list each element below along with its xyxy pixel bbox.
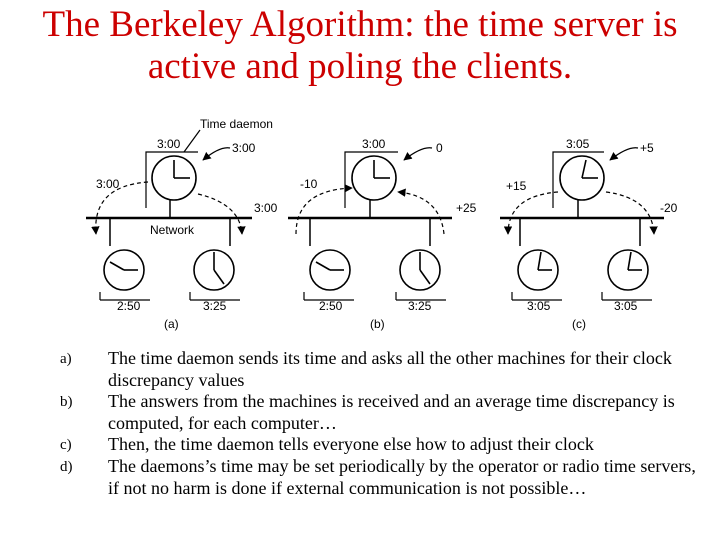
step-text: Then, the time daemon tells everyone els… — [108, 434, 594, 454]
panel-a-client-right-time: 3:25 — [203, 299, 227, 313]
berkeley-diagram: Time daemon 3:00 3:00 3:00 3:00 Network — [86, 117, 678, 331]
panel-a-client-right-clock-icon — [193, 249, 235, 291]
panel-a-server-clock-icon — [151, 155, 197, 201]
step-item: c) Then, the time daemon tells everyone … — [60, 434, 710, 456]
steps-list: a) The time daemon sends its time and as… — [60, 348, 710, 499]
network-label: Network — [150, 223, 195, 237]
panel-c-caption: (c) — [572, 317, 586, 331]
panel-b: 3:00 0 -10 +25 2:50 3:25 — [288, 137, 477, 331]
slide-title: The Berkeley Algorithm: the time server … — [0, 4, 720, 88]
panel-b-server-time: 3:00 — [362, 137, 386, 151]
panel-a-server-time: 3:00 — [157, 137, 181, 151]
panel-c-bubble-value: +5 — [640, 141, 654, 155]
step-item: d) The daemons’s time may be set periodi… — [60, 456, 710, 499]
panel-a-client-left-clock-icon — [103, 249, 145, 291]
panel-b-bubble-value: 0 — [436, 141, 443, 155]
panel-c-left-message: +15 — [506, 179, 527, 193]
step-marker: a) — [60, 351, 72, 367]
panel-c: 3:05 +5 +15 -20 3:05 3:05 — [500, 137, 678, 331]
panel-b-client-right-time: 3:25 — [408, 299, 432, 313]
step-marker: b) — [60, 394, 73, 410]
panel-c-server-clock-icon — [559, 155, 605, 201]
panel-b-client-left-clock-icon — [309, 249, 351, 291]
panel-a: 3:00 3:00 3:00 3:00 Network — [86, 137, 278, 331]
panel-a-left-message: 3:00 — [96, 177, 120, 191]
step-marker: c) — [60, 437, 72, 453]
panel-a-bubble-value: 3:00 — [232, 141, 256, 155]
time-daemon-pointer — [183, 129, 201, 153]
panel-a-client-left-time: 2:50 — [117, 299, 141, 313]
panel-b-caption: (b) — [370, 317, 385, 331]
panel-b-left-message: -10 — [300, 177, 318, 191]
step-item: a) The time daemon sends its time and as… — [60, 348, 710, 391]
step-text: The daemons’s time may be set periodical… — [108, 456, 696, 498]
panel-c-client-left-time: 3:05 — [527, 299, 551, 313]
panel-c-client-right-time: 3:05 — [614, 299, 638, 313]
step-text: The time daemon sends its time and asks … — [108, 348, 672, 390]
panel-c-client-right-clock-icon — [607, 249, 649, 291]
step-text: The answers from the machines is receive… — [108, 391, 675, 433]
panel-c-client-left-clock-icon — [517, 249, 559, 291]
step-item: b) The answers from the machines is rece… — [60, 391, 710, 434]
panel-b-client-left-time: 2:50 — [319, 299, 343, 313]
title-line-1: The Berkeley Algorithm: the time server … — [42, 4, 678, 45]
title-line-2: active and poling the clients. — [147, 46, 573, 87]
time-daemon-label: Time daemon — [200, 117, 273, 131]
panel-b-server-clock-icon — [351, 155, 397, 201]
panel-b-right-message: +25 — [456, 201, 477, 215]
panel-c-right-message: -20 — [660, 201, 678, 215]
panel-c-server-time: 3:05 — [566, 137, 590, 151]
panel-a-right-message: 3:00 — [254, 201, 278, 215]
panel-b-client-right-clock-icon — [399, 249, 441, 291]
step-marker: d) — [60, 459, 73, 475]
panel-a-caption: (a) — [164, 317, 179, 331]
